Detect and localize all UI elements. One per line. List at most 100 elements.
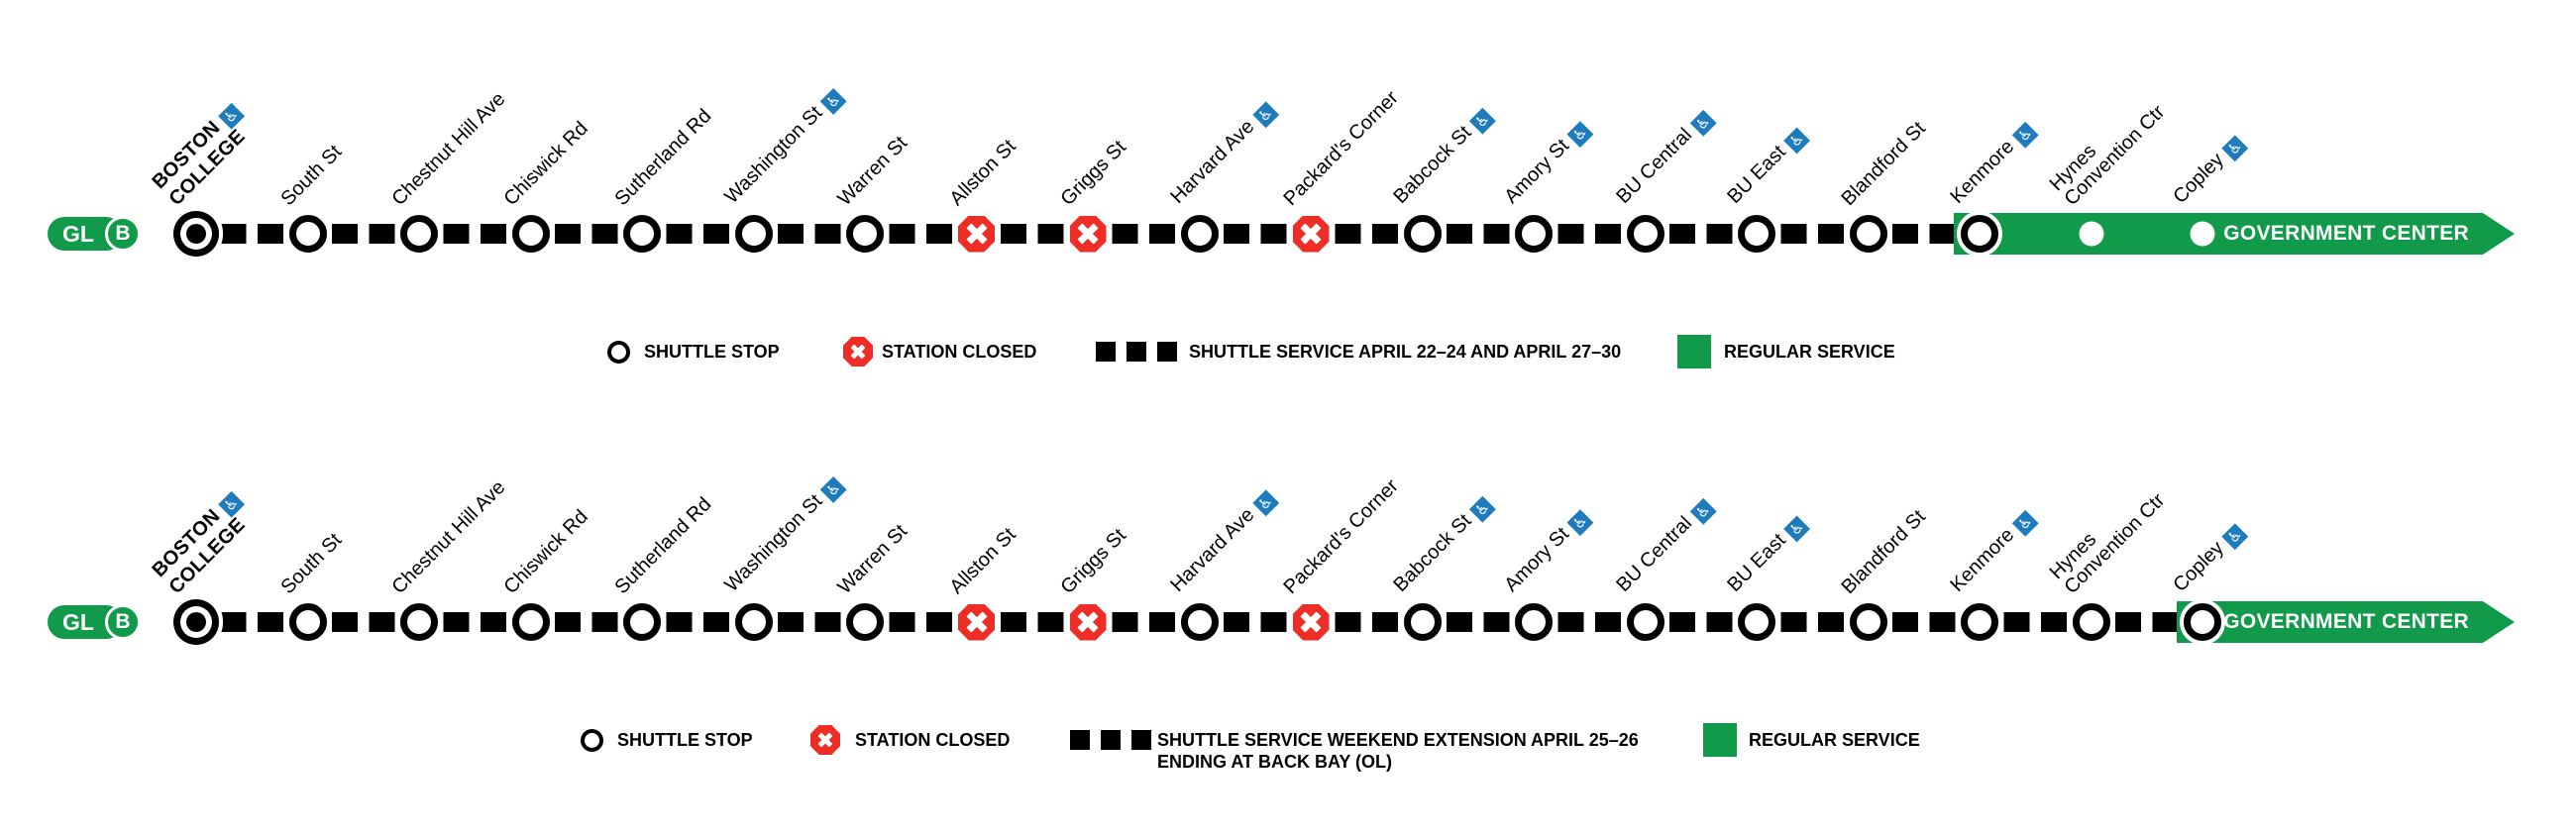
- legend-label-line1: STATION CLOSED: [855, 730, 1011, 750]
- legend-label: REGULAR SERVICE: [1724, 341, 1895, 363]
- shuttle-stop-marker: [1403, 215, 1442, 253]
- shuttle-stop-marker: [1849, 215, 1887, 253]
- station-label: BU Central♿: [1612, 494, 1717, 598]
- station-label: Washington St♿: [720, 472, 847, 598]
- station-label-line: Harvard Ave♿: [1166, 98, 1279, 210]
- station-label-line: Babcock St♿: [1389, 492, 1496, 598]
- station-label-line: Allston St: [944, 135, 1020, 210]
- band-stop-marker: [2079, 221, 2103, 247]
- station-label-line: Babcock St♿: [1389, 104, 1496, 210]
- legend-label-line1: REGULAR SERVICE: [1749, 730, 1920, 750]
- station-label-line: BU East♿: [1723, 124, 1811, 210]
- octagon-shape: [1069, 603, 1107, 641]
- station-label-line: Packard's Corner: [1279, 86, 1403, 210]
- octagon-shape: [1069, 215, 1107, 253]
- station-label: BU Central♿: [1612, 106, 1717, 210]
- station-closed-marker: [1289, 212, 1333, 256]
- shuttle-stop-marker: [846, 215, 884, 253]
- station-label: Chestnut Hill Ave: [387, 476, 509, 598]
- octagon-shape: [1292, 215, 1330, 253]
- accessible-icon: ♿: [1689, 498, 1717, 525]
- shuttle-stop-marker: [1180, 603, 1219, 641]
- station-label-line: South St: [275, 529, 346, 598]
- wheelchair-glyph: ♿: [1568, 510, 1591, 534]
- wheelchair-glyph: ♿: [2013, 123, 2037, 147]
- wheelchair-glyph: ♿: [1691, 111, 1714, 135]
- station-label: BU East♿: [1723, 124, 1811, 210]
- wheelchair-glyph: ♿: [1785, 517, 1808, 540]
- legend-shuttle-stop-icon: [581, 728, 603, 752]
- station-label-line: Copley♿: [2169, 132, 2249, 210]
- shuttle-stop-marker: [1961, 215, 1998, 253]
- station-label: BOSTON♿COLLEGE: [148, 487, 260, 598]
- shuttle-stop-marker: [1738, 215, 1775, 253]
- band-arrow-tip: [2483, 601, 2515, 643]
- legend-label-line1: SHUTTLE SERVICE WEEKEND EXTENSION APRIL …: [1157, 730, 1639, 750]
- station-label: BOSTON♿COLLEGE: [148, 99, 260, 210]
- wheelchair-glyph: ♿: [1691, 499, 1714, 523]
- shuttle-stop-marker: [2184, 603, 2221, 641]
- station-label-line: Blandford St: [1836, 505, 1930, 598]
- terminus-label: GOVERNMENT CENTER: [2223, 222, 2469, 245]
- legend-station-closed-icon: [843, 337, 873, 367]
- station-label: BU East♿: [1723, 512, 1811, 598]
- shuttle-stop-marker: [288, 215, 327, 253]
- station-label: Copley♿: [2169, 132, 2249, 210]
- regular-service-band: GOVERNMENT CENTER: [2177, 601, 2483, 643]
- station-label-line: BU East♿: [1723, 512, 1811, 598]
- station-label-line: South St: [275, 141, 346, 210]
- station-label-line: Amory St♿: [1500, 505, 1594, 598]
- shuttle-stop-marker: [511, 603, 550, 641]
- station-label: South St: [275, 529, 346, 598]
- station-label: Kenmore♿: [1946, 506, 2039, 598]
- regular-service-band: GOVERNMENT CENTER: [1954, 213, 2483, 255]
- legend-label-line1: REGULAR SERVICE: [1724, 342, 1895, 362]
- wheelchair-glyph: ♿: [1253, 491, 1276, 514]
- legend-regular-service-icon: [1677, 335, 1711, 368]
- station-closed-marker: [1066, 212, 1110, 256]
- station-label: Griggs St: [1056, 136, 1130, 210]
- legend-label-line2: ENDING AT BACK BAY (OL): [1157, 752, 1393, 772]
- legend-shuttle-dash-icon: [1127, 342, 1146, 362]
- legend-label: SHUTTLE SERVICE APRIL 22–24 AND APRIL 27…: [1189, 341, 1621, 363]
- legend-shuttle-dash-icon: [1157, 342, 1177, 362]
- legend-shuttle-dash-icon: [1096, 342, 1116, 362]
- station-label-line: Chestnut Hill Ave: [387, 88, 510, 210]
- shuttle-stop-marker: [511, 215, 550, 253]
- legend-station-closed-icon: [810, 725, 840, 755]
- station-label: Sutherland Rd: [610, 493, 716, 598]
- legend-shuttle-stop-icon: [607, 340, 630, 364]
- accessible-icon: ♿: [1689, 110, 1717, 137]
- station-label-line: Sutherland Rd: [610, 493, 716, 598]
- legend-label-line1: SHUTTLE SERVICE APRIL 22–24 AND APRIL 27…: [1189, 342, 1622, 362]
- shuttle-stop-marker: [1849, 603, 1887, 641]
- station-label: Chestnut Hill Ave: [387, 88, 510, 210]
- wheelchair-glyph: ♿: [1470, 497, 1493, 520]
- branch-b-circle: B: [105, 604, 141, 640]
- station-label: Amory St♿: [1500, 505, 1594, 598]
- accessible-icon: ♿: [1251, 101, 1279, 129]
- station-label: Blandford St: [1837, 118, 1929, 210]
- station-label: Allston St: [944, 135, 1020, 210]
- shuttle-stop-marker: [1738, 603, 1775, 641]
- station-label-line: Chiswick Rd: [498, 505, 592, 598]
- station-label: South St: [275, 141, 346, 210]
- accessible-icon: ♿: [2221, 135, 2249, 162]
- accessible-icon: ♿: [1251, 489, 1279, 517]
- legend-regular-service-icon: [1703, 723, 1737, 757]
- station-label-line: Washington St♿: [720, 472, 847, 598]
- station-label-line: Sutherland Rd: [610, 105, 716, 210]
- octagon-shape: [958, 603, 995, 641]
- shuttle-stop-marker: [623, 215, 661, 253]
- station-label: Chiswick Rd: [499, 118, 591, 210]
- station-closed-marker: [954, 600, 999, 644]
- terminal-marker: [186, 224, 206, 244]
- accessible-icon: ♿: [2221, 523, 2249, 551]
- legend-label-line1: SHUTTLE STOP: [617, 730, 753, 750]
- shuttle-stop-marker: [734, 215, 773, 253]
- terminus-label: GOVERNMENT CENTER: [2223, 610, 2469, 633]
